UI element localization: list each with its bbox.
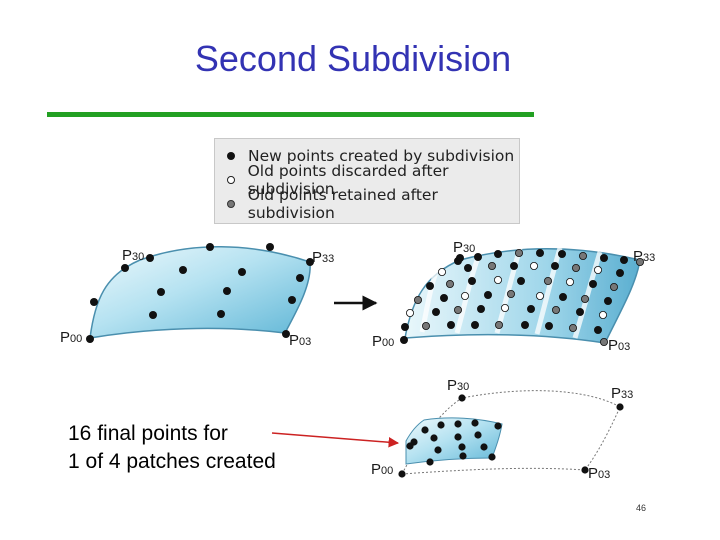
label-p00-final: P00 [371, 461, 393, 478]
legend-discarded-row: Old points discarded after subdivision [227, 162, 519, 198]
caption-line-2: 1 of 4 patches created [68, 450, 276, 473]
caption: 16 final points for 1 of 4 patches creat… [68, 420, 276, 476]
label-p03-mid: P03 [608, 337, 630, 354]
label-p03-left: P03 [289, 332, 311, 349]
label-p30-mid: P30 [453, 239, 475, 256]
legend-box: New points created by subdivision Old po… [214, 138, 520, 224]
gray-dot-icon [227, 200, 235, 208]
label-p00-left: P00 [60, 329, 82, 346]
subdivided-patch: P30 P33 P00 P03 [372, 239, 655, 354]
final-patch: P30 P33 P00 P03 [371, 377, 633, 482]
final-16-points [406, 419, 502, 466]
left-patch-points [86, 243, 314, 343]
label-p33-left: P33 [312, 249, 334, 266]
full-patch-outline [401, 390, 621, 475]
legend-discarded-label: Old points discarded after subdivision [247, 162, 449, 198]
legend-new-label: New points created by subdivision [248, 147, 515, 165]
subdivided-points [399, 248, 645, 346]
original-patch: P30 P33 P00 P03 [60, 243, 334, 349]
black-dot-icon [227, 152, 235, 160]
slide-title: Second Subdivision [194, 38, 512, 79]
label-p30-left: P30 [122, 247, 144, 264]
label-p33-final: P33 [611, 385, 633, 402]
final-subpatch-surface [405, 417, 503, 465]
label-p00-mid: P00 [372, 333, 394, 350]
label-p03-final: P03 [588, 465, 610, 482]
legend-retained-label: Old points retained after subdivision [247, 186, 438, 222]
final-corner-points [398, 394, 624, 478]
pointer-arrow-icon [271, 432, 400, 448]
caption-line-1: 16 final points for [68, 422, 228, 445]
white-dot-icon [227, 176, 235, 184]
title-underline [47, 112, 534, 117]
legend-retained-row: Old points retained after subdivision [227, 186, 519, 222]
legend-new-row: New points created by subdivision [227, 146, 514, 166]
label-p30-final: P30 [447, 377, 469, 394]
page-number: 46 [636, 503, 647, 513]
label-p33-mid: P33 [633, 248, 655, 265]
